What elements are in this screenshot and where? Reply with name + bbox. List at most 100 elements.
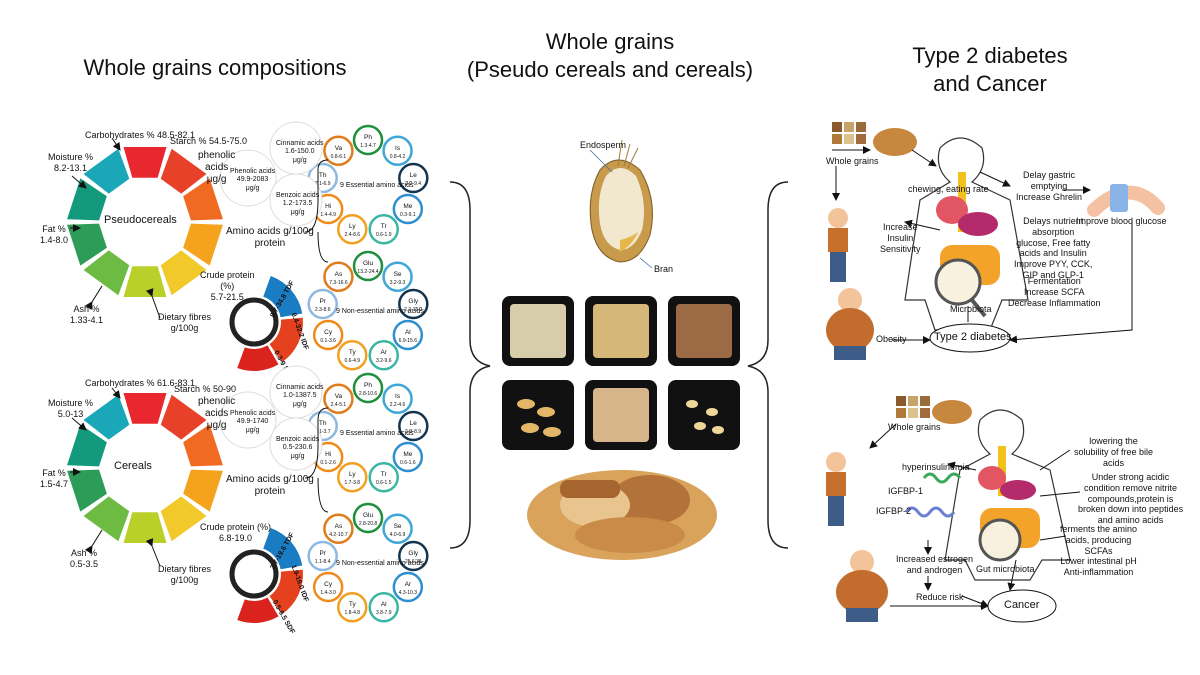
left-brace — [449, 181, 491, 549]
cereal-cinnamic-label: Cinnamic acids 1.0-1387.5 μg/g — [276, 384, 324, 408]
amino-name: Cy — [324, 329, 333, 336]
amino-name: Se — [394, 271, 402, 278]
fibre-arc — [262, 275, 303, 318]
bowl-amaranth — [585, 296, 657, 366]
amino-value: 1.1-8.4 — [315, 559, 331, 565]
amino-value: 4.3-10.3 — [399, 590, 418, 596]
t2d-whole-grains-label: Whole grains — [826, 156, 879, 166]
fibre-arc — [268, 317, 303, 363]
amino-value: 3.8-7.9 — [376, 610, 392, 616]
amino-name: Gly — [408, 550, 419, 557]
amino-name: Glu — [363, 512, 374, 519]
bowl-oats — [502, 380, 574, 450]
amino-name: Al — [405, 329, 411, 336]
amino-node-circle — [382, 135, 413, 167]
ring-segment — [83, 496, 130, 542]
cancer-bile-label: lowering the solubility of free bile aci… — [1074, 436, 1154, 468]
amino-node-circle — [368, 591, 399, 623]
amino-value: 0.6-1.6 — [400, 460, 416, 466]
cereal-protein-label: Crude protein (%) 6.8-19.0 — [200, 522, 272, 543]
cancer-grain-icons — [896, 396, 972, 424]
ring-segment — [183, 424, 223, 467]
ring-segment — [183, 178, 223, 221]
amino-value: 0.8-4.2 — [390, 154, 406, 160]
amino-node-circle — [323, 135, 354, 167]
amino-name: Ph — [364, 382, 372, 389]
t2d-insulin-label: Increase Insulin Sensitivity — [880, 222, 921, 254]
amino-name: Va — [335, 393, 343, 400]
amino-node-circle — [398, 540, 429, 572]
amino-node-circle — [323, 383, 354, 415]
pseudo-phenolic-total-label: Phenolic acids 49.9-2083 μg/g — [230, 168, 276, 192]
ring-segment — [160, 148, 207, 194]
amino-node: Ar3.2-9.6 — [368, 339, 399, 371]
amino-name: Me — [403, 451, 412, 458]
cancer-body-illustration — [944, 409, 1071, 581]
ring-segment — [160, 394, 207, 440]
amino-node: Ph1.3-4.7 — [352, 124, 384, 156]
amino-value: 7.3-16.6 — [329, 280, 348, 286]
amino-name: Se — [394, 523, 402, 530]
amino-node: Pr1.1-8.4 — [307, 540, 338, 572]
fibre-arc — [237, 597, 279, 623]
grain-kernel-illustration — [589, 139, 653, 269]
t2d-gastric-label: Delay gastric emptying Increase Ghrelin — [1016, 170, 1083, 202]
pseudo-fibre-label: Dietary fibres g/100g — [158, 312, 212, 333]
amino-name: Hi — [325, 203, 331, 210]
benzoic-circle — [269, 173, 323, 227]
amino-name: Ly — [349, 471, 356, 478]
amino-name: Ly — [349, 223, 356, 230]
amino-value: 13.2-24.4 — [357, 269, 378, 275]
pseudo-ash-label: Ash % 1.33-4.1 — [70, 304, 104, 325]
t2d-glucose-absorption-label: Delays nutrient absorption glucose, Free… — [1014, 216, 1093, 280]
amino-node-circle — [323, 261, 354, 293]
t2d-disease-ellipse — [929, 323, 1011, 353]
amino-value: 25.6.31 — [405, 559, 422, 565]
bowl-barley — [668, 380, 740, 450]
amino-node: Gly 25.6.31 — [398, 540, 429, 572]
amino-name: Gly — [408, 298, 419, 305]
ring-segment — [160, 250, 207, 296]
cancer-acidic-label: Under strong acidic condition remove nit… — [1078, 472, 1184, 526]
amino-node-circle — [392, 571, 424, 603]
t2d-fermentation-label: Fermentation Increase SCFA Decrease Infl… — [1008, 276, 1101, 308]
cereal-connectors — [70, 387, 329, 567]
cancer-person-obese — [836, 550, 888, 622]
t2d-microbiota-label: Microbiota — [950, 304, 992, 314]
endosperm-label: Endosperm — [580, 140, 627, 150]
amino-node: Glu 13.2-24.4 — [352, 250, 384, 282]
amino-name: Th — [319, 172, 327, 179]
amino-node: Le1.3-8.9 — [398, 410, 429, 442]
amino-name: Glu — [363, 260, 374, 267]
cereal-starch-label: Starch % 50-90 — [174, 384, 237, 394]
fibre-arc — [262, 527, 303, 570]
amino-value: 0.6-1.9 — [376, 232, 392, 238]
pseudocereal-phenolic-circles — [219, 121, 323, 227]
amino-name: Me — [403, 203, 412, 210]
amino-value: 1.3-4.7 — [360, 143, 376, 149]
cereal-essential-title: 9 Essential amino acids — [340, 430, 414, 437]
ash-pointer — [84, 529, 103, 555]
ring-segment — [160, 496, 207, 542]
amino-name: Is — [395, 393, 401, 400]
pseudo-benzoic-label: Benzoic acids 1.2-173.5 μg/g — [276, 192, 320, 216]
amino-value: 1.4-4.9 — [320, 212, 336, 218]
amino-node: Cy1.4-3.0 — [312, 571, 344, 603]
amino-name: Is — [395, 145, 401, 152]
amino-node-circle — [337, 461, 368, 493]
amino-value: 0.3-9.1 — [400, 212, 416, 218]
amino-name: As — [335, 271, 343, 278]
right-brace — [747, 181, 789, 549]
amino-node: Ar4.3-10.3 — [392, 571, 424, 603]
t2d-blood-glucose-label: Improve blood glucose — [1076, 216, 1167, 226]
moisture-pointer — [71, 175, 87, 189]
pseudo-cinnamic-label: Cinnamic acids 1.6-150.0 μg/g — [276, 140, 324, 164]
amino-node: As 7.3-16.6 — [323, 261, 354, 293]
amino-node-circle — [398, 288, 429, 320]
ring-segment — [67, 178, 107, 221]
amino-value: 2.4-8.6 — [344, 232, 360, 238]
amino-node-circle — [352, 124, 384, 156]
